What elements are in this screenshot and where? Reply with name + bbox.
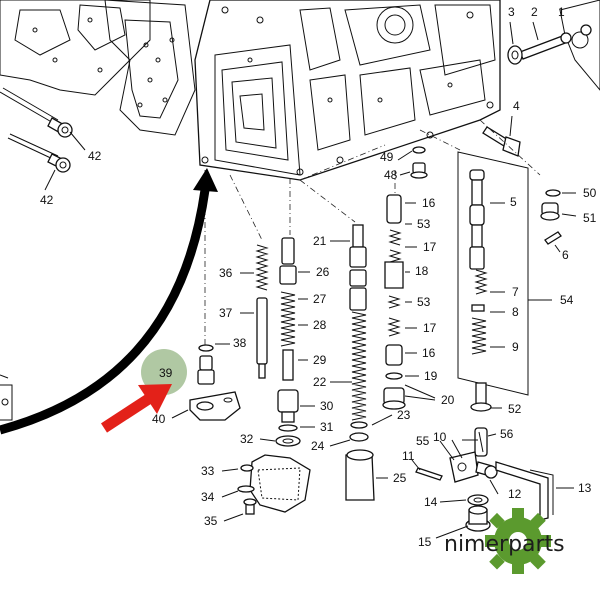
part-label-37: 37 [219,306,233,320]
part-label-49: 49 [380,150,394,164]
part-label-40: 40 [152,412,166,426]
part-label-53a: 53 [417,217,431,231]
right-housing [559,0,600,91]
part-label-17b: 17 [423,321,437,335]
left-housing [0,0,196,421]
part-label-8: 8 [512,305,519,319]
part-label-4: 4 [513,99,520,113]
valve-column-21-25 [329,224,393,501]
part-label-53b: 53 [417,295,431,309]
part-label-19: 19 [424,369,438,383]
part-label-23: 23 [397,408,411,422]
part-label-14: 14 [424,495,438,509]
part-label-42b: 42 [40,193,54,207]
part-label-21: 21 [313,234,327,248]
part-group-54 [457,151,562,412]
part-label-22: 22 [313,375,327,389]
part-label-26: 26 [316,265,330,279]
valve-column-26-31 [259,237,315,447]
part-label-50: 50 [583,186,597,200]
part-label-51: 51 [583,211,597,225]
part-label-7: 7 [512,285,519,299]
part-label-27: 27 [313,292,327,306]
bolt-4 [482,115,521,157]
part-label-42a: 42 [88,149,102,163]
part-label-5: 5 [510,195,517,209]
part-label-38: 38 [233,336,247,350]
bolts-42 [0,87,86,191]
part-label-55: 55 [416,434,430,448]
part-label-54: 54 [560,293,574,307]
part-label-39: 39 [159,366,173,380]
part-label-33: 33 [201,464,215,478]
parts-50-51 [540,189,577,221]
part-label-3: 3 [508,5,515,19]
part-label-30: 30 [320,399,334,413]
part-label-36: 36 [219,266,233,280]
part-label-13: 13 [578,481,592,495]
part-label-16b: 16 [422,346,436,360]
valve-body [194,0,501,181]
part-label-29: 29 [313,353,327,367]
part-label-6: 6 [562,248,569,262]
part-label-15: 15 [418,535,432,549]
part-label-32: 32 [240,432,254,446]
part-label-20: 20 [441,393,455,407]
part-label-56: 56 [500,427,514,441]
brand-name: nimerparts [444,532,565,557]
part-label-16a: 16 [422,196,436,210]
parts-36-37 [240,244,269,379]
part-label-18: 18 [415,264,429,278]
part-label-1: 1 [558,5,565,19]
part-label-52: 52 [508,402,522,416]
red-arrow [100,384,172,433]
parts-38-40 [141,343,241,421]
gasket-plate-33-35 [221,454,311,522]
part-label-28: 28 [313,318,327,332]
part-label-35: 35 [204,514,218,528]
parts-1-2-3 [507,21,572,65]
part-label-31: 31 [320,420,334,434]
part-label-48: 48 [384,168,398,182]
part-label-25: 25 [393,471,407,485]
gear-icon [485,508,551,574]
parts-10-15 [411,427,574,539]
brand-logo: nimerparts [444,508,565,574]
part-label-34: 34 [201,490,215,504]
part-label-24: 24 [311,439,325,453]
part-label-17a: 17 [423,240,437,254]
part-label-9: 9 [512,340,519,354]
highlight-marker [141,349,187,395]
parts-48-49 [397,146,428,179]
part-label-10: 10 [433,430,447,444]
black-arrow [0,168,218,435]
part-label-2: 2 [531,5,538,19]
part-label-11: 11 [402,449,415,463]
valve-column-16-20 [382,194,436,410]
part-label-12: 12 [508,487,522,501]
